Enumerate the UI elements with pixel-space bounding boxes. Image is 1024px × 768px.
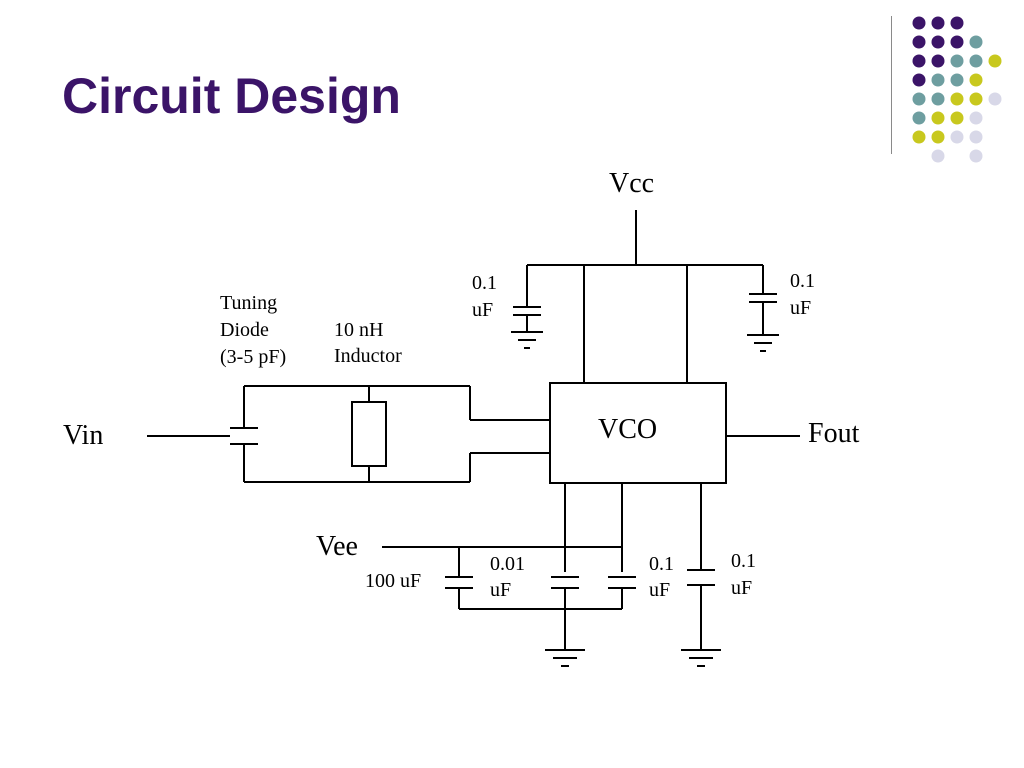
decorative-dot (950, 92, 964, 106)
decorative-dot (988, 92, 1002, 106)
cap-top-left-unit: uF (472, 299, 493, 321)
inductor-label-line1: 10 nH (334, 319, 383, 341)
capacitor-0-1uf-middle (608, 576, 636, 609)
decorative-dot (912, 54, 926, 68)
decorative-dot (931, 130, 945, 144)
vee-label: Vee (316, 531, 358, 562)
decorative-dot (950, 16, 964, 30)
decorative-dot (912, 35, 926, 49)
cap-bottom-right-unit: uF (731, 577, 752, 599)
vee-wiring (382, 483, 702, 577)
inductor-label-line2: Inductor (334, 345, 402, 367)
decorative-dot (931, 16, 945, 30)
decorative-dot (969, 54, 983, 68)
cap-0-01-value: 0.01 (490, 553, 525, 575)
decorative-dot (950, 73, 964, 87)
decorative-dot (969, 130, 983, 144)
decorative-dot (969, 35, 983, 49)
decorative-dot (969, 149, 983, 163)
decorative-dot (950, 111, 964, 125)
vin-wiring (147, 427, 258, 445)
tuning-diode-label-line1: Tuning (220, 292, 277, 314)
vcc-wiring (527, 210, 763, 383)
ground-symbol (747, 334, 779, 352)
vco-block (549, 382, 727, 484)
cap-bottom-0-1-unit: uF (649, 579, 670, 601)
cap-bottom-right-value: 0.1 (731, 550, 756, 572)
cap-top-left-value: 0.1 (472, 272, 497, 294)
decorative-dot (931, 35, 945, 49)
decorative-dot (950, 35, 964, 49)
decorative-dot (931, 149, 945, 163)
ground-symbol (681, 649, 721, 667)
cap-0-01-unit: uF (490, 579, 511, 601)
cap-bottom-0-1-value: 0.1 (649, 553, 674, 575)
decorative-dot (969, 111, 983, 125)
capacitor-top-right (749, 265, 777, 335)
decorative-dot (912, 73, 926, 87)
decorative-dot (912, 92, 926, 106)
tuning-diode-label-line2: Diode (220, 319, 269, 341)
decorative-dot (931, 111, 945, 125)
decorative-dot (912, 111, 926, 125)
capacitor-100uf (445, 576, 473, 609)
vco-label: VCO (598, 414, 657, 445)
decorative-dot (912, 16, 926, 30)
decorative-dot-grid (912, 16, 1002, 163)
cap-100uf-label: 100 uF (365, 570, 421, 592)
vin-label: Vin (63, 420, 103, 451)
vcc-label: Vcc (609, 168, 654, 199)
ground-symbol (545, 649, 585, 667)
inductor-symbol (351, 401, 387, 467)
tuning-diode-label-line3: (3-5 pF) (220, 346, 286, 368)
fout-label: Fout (808, 418, 860, 449)
decorative-dot (912, 130, 926, 144)
tank-circuit (243, 385, 550, 483)
slide-title: Circuit Design (62, 68, 401, 124)
header-divider (891, 16, 892, 154)
decorative-dot (988, 54, 1002, 68)
decorative-dot (969, 92, 983, 106)
cap-top-right-value: 0.1 (790, 270, 815, 292)
capacitor-0-1uf-right (687, 569, 715, 650)
cap-top-right-unit: uF (790, 297, 811, 319)
decorative-dot (931, 54, 945, 68)
capacitor-top-left (513, 265, 541, 332)
decorative-dot (950, 130, 964, 144)
capacitor-0-01uf (551, 576, 579, 650)
decorative-dot (969, 73, 983, 87)
decorative-dot (931, 92, 945, 106)
ground-symbol (511, 331, 543, 349)
decorative-dot (931, 73, 945, 87)
decorative-dot (950, 54, 964, 68)
